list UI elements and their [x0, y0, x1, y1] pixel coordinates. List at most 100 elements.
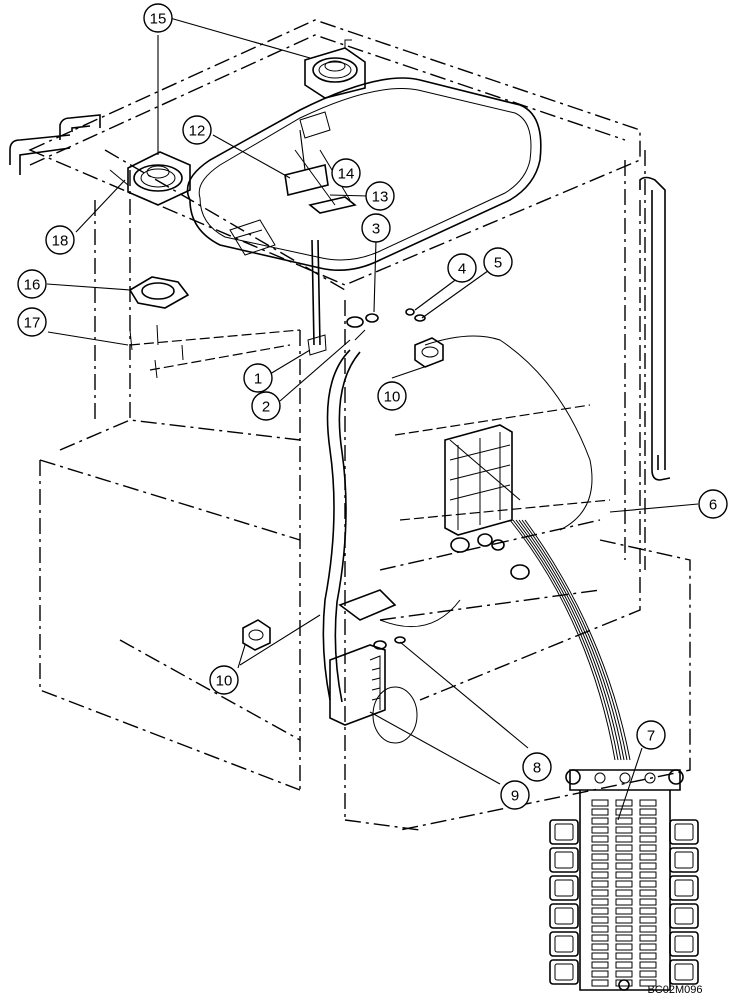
fuse-slot	[615, 844, 633, 852]
callout-16: 16	[17, 269, 47, 299]
callout-circle	[45, 225, 75, 255]
callout-8: 8	[522, 752, 552, 782]
fuse-slot	[591, 898, 609, 906]
callout-10: 10	[377, 381, 407, 411]
fuse-slot	[591, 880, 609, 888]
fuse-slot	[615, 835, 633, 843]
callout-label: 17	[24, 315, 41, 332]
relay	[549, 931, 579, 957]
callout-circle	[361, 213, 391, 243]
relay	[549, 903, 579, 929]
callout-6: 6	[698, 489, 728, 519]
callout-circle	[143, 3, 173, 33]
relay-body	[554, 963, 574, 981]
fuse-slot	[639, 835, 657, 843]
fuse-slot	[615, 943, 633, 951]
fuse-box-detail	[549, 769, 699, 991]
fuse-slot	[591, 952, 609, 960]
callout-label: 10	[216, 673, 233, 690]
relay	[669, 931, 699, 957]
speaker-right	[304, 39, 366, 99]
fuse-slot	[639, 826, 657, 834]
fuse-slot	[639, 952, 657, 960]
fuse-slot	[639, 934, 657, 942]
speaker-bracket	[128, 276, 190, 379]
fuse-slot	[639, 880, 657, 888]
fuse-slot	[615, 907, 633, 915]
fuse-slot	[639, 943, 657, 951]
fuse-slot	[615, 934, 633, 942]
grommet-upper	[414, 337, 444, 368]
fuse-slot	[591, 925, 609, 933]
grommet-lower	[242, 619, 271, 651]
fuse-slot	[615, 889, 633, 897]
callout-circle	[17, 269, 47, 299]
relay-body	[674, 879, 694, 897]
callout-label: 8	[533, 760, 541, 777]
callout-circle	[331, 158, 361, 188]
fuse-slot	[591, 934, 609, 942]
callout-circle	[522, 752, 552, 782]
fuse-slot	[591, 853, 609, 861]
fuse-slot	[591, 871, 609, 879]
relay-body	[554, 823, 574, 841]
fuse-slot	[615, 862, 633, 870]
relay-body	[674, 935, 694, 953]
callout-label: 9	[511, 788, 519, 805]
relay	[669, 875, 699, 901]
fuse-slot	[591, 907, 609, 915]
fuse-slot	[639, 853, 657, 861]
relay	[549, 959, 579, 985]
callout-7: 7	[636, 720, 666, 750]
callout-3: 3	[361, 213, 391, 243]
callout-label: 18	[52, 233, 69, 250]
fuse-slot	[591, 844, 609, 852]
callout-circle	[483, 247, 513, 277]
fuse-slot	[639, 817, 657, 825]
fuse-relay-panel	[444, 424, 530, 580]
fuse-slot	[615, 961, 633, 969]
fuse-slot	[591, 808, 609, 816]
callout-10: 10	[209, 665, 239, 695]
relay	[669, 959, 699, 985]
callout-1: 1	[243, 363, 273, 393]
callout-circle	[243, 363, 273, 393]
relay	[549, 847, 579, 873]
fuse-slot	[615, 916, 633, 924]
callout-label: 4	[458, 261, 466, 278]
callout-circle	[17, 307, 47, 337]
fuse-slot	[639, 925, 657, 933]
fuse-slot	[615, 925, 633, 933]
callout-label: 14	[338, 166, 355, 183]
fuse-slot	[591, 835, 609, 843]
relay-body	[674, 851, 694, 869]
relay-body	[554, 851, 574, 869]
harness-to-fuse-detail	[509, 519, 631, 761]
relay-body	[674, 823, 694, 841]
drawing-code: BC02M096	[647, 984, 702, 996]
callout-label: 6	[709, 497, 717, 514]
fuse-slot	[591, 799, 609, 807]
fuse-slot	[639, 862, 657, 870]
fuse-slot	[591, 826, 609, 834]
fuse-slot	[639, 979, 657, 987]
roof-hatch	[186, 77, 542, 271]
fuse-slot	[639, 970, 657, 978]
fuse-slot	[615, 808, 633, 816]
fuse-slot	[615, 880, 633, 888]
relay	[549, 875, 579, 901]
callout-14: 14	[331, 158, 361, 188]
callout-label: 13	[372, 189, 389, 206]
grab-handles	[9, 114, 671, 481]
fuse-slot	[639, 916, 657, 924]
fuse-slot	[615, 952, 633, 960]
callout-9: 9	[500, 780, 530, 810]
callout-circle	[251, 391, 281, 421]
callout-18: 18	[45, 225, 75, 255]
callout-label: 3	[372, 221, 380, 238]
callout-label: 2	[262, 399, 270, 416]
fuse-slot	[639, 907, 657, 915]
callout-circle	[636, 720, 666, 750]
